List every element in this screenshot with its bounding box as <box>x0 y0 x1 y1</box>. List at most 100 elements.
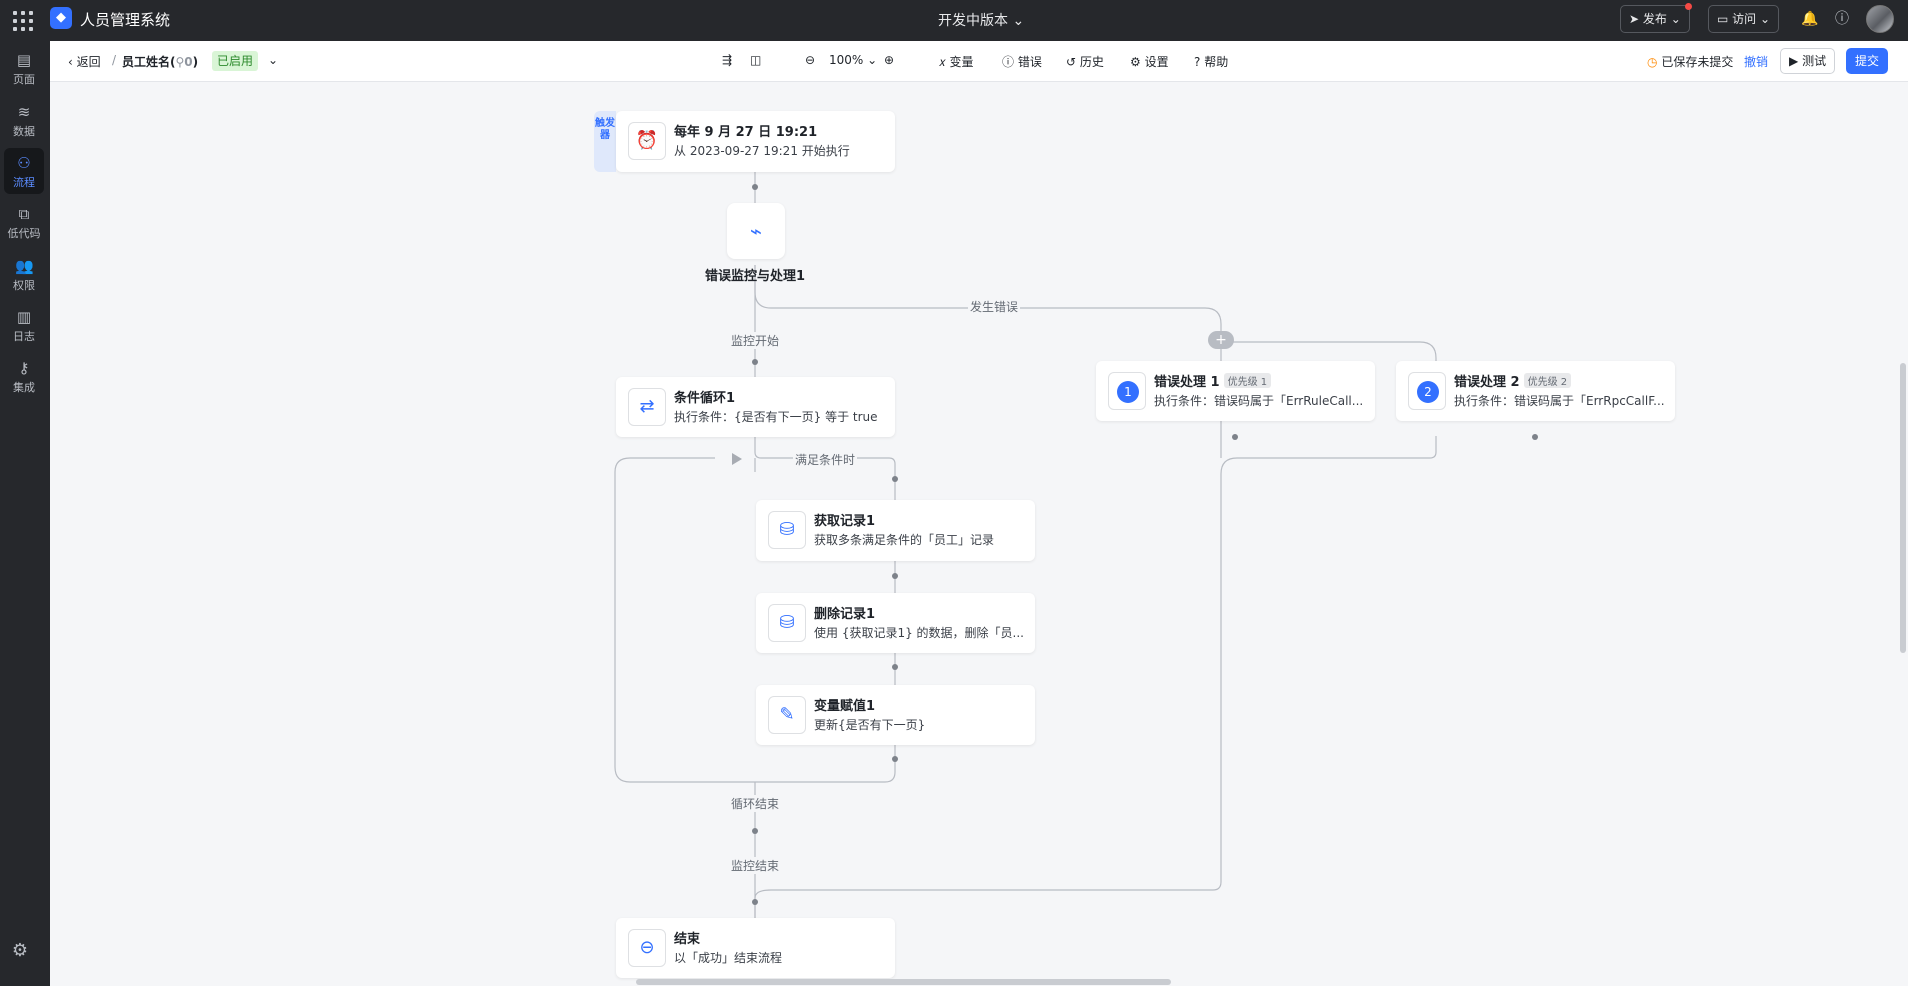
assign-node[interactable]: ✎ 变量赋值1 更新{是否有下一页} <box>756 685 1035 745</box>
help-icon: ? <box>1194 55 1201 69</box>
database-delete-icon: ⛁ <box>768 604 806 642</box>
chevron-down-icon: ⌄ <box>1012 13 1025 29</box>
trigger-tag: 触发器 <box>594 111 616 172</box>
end-title: 结束 <box>674 932 701 947</box>
sidebar-item-permissions[interactable]: 👥权限 <box>4 251 44 297</box>
zoom-in-icon[interactable]: ⊕ <box>884 53 895 67</box>
delete-records-desc: 使用 {获取记录1} 的数据，删除「员... <box>814 626 1024 640</box>
zoom-value: 100% <box>829 53 864 67</box>
settings-button[interactable]: ⚙ 设置 <box>1130 53 1169 70</box>
sidebar-item-label: 页面 <box>13 73 35 86</box>
sidebar-item-label: 权限 <box>13 279 35 292</box>
publish-button[interactable]: ➤ 发布 ⌄ <box>1620 3 1692 33</box>
end-node[interactable]: ⊖ 结束 以「成功」结束流程 <box>616 918 895 978</box>
variable-edit-icon: ✎ <box>768 696 806 734</box>
back-label: 返回 <box>76 55 101 69</box>
variables-button[interactable]: 𝑥 变量 <box>939 53 974 70</box>
vertical-scrollbar[interactable] <box>1900 363 1906 653</box>
history-button[interactable]: ↺ 历史 <box>1066 53 1104 70</box>
key-icon: ⚷ <box>18 359 30 377</box>
help-label: 帮助 <box>1204 55 1229 69</box>
avatar[interactable] <box>1866 5 1894 33</box>
layout-toggle-icon[interactable]: ◫ <box>750 53 762 67</box>
sidebar-item-logs[interactable]: ▥日志 <box>4 302 44 348</box>
add-branch-button[interactable]: + <box>1208 331 1234 349</box>
assign-desc: 更新{是否有下一页} <box>814 718 926 732</box>
monitor-icon: ▭ <box>1717 12 1729 26</box>
errors-button[interactable]: ⓘ 错误 <box>1002 53 1042 70</box>
zoom-level[interactable]: 100% ⌄ <box>829 53 877 67</box>
alarm-clock-icon: ⏰ <box>628 122 666 160</box>
gear-icon[interactable]: ⚙ <box>11 940 29 961</box>
chevron-down-icon: ⌄ <box>867 53 878 67</box>
error-handler-2-number: 2 <box>1417 381 1439 403</box>
get-records-desc: 获取多条满足条件的「员工」记录 <box>814 533 995 547</box>
errors-label: 错误 <box>1017 55 1042 69</box>
sidebar-item-integration[interactable]: ⚷集成 <box>4 353 44 399</box>
loop-arrow-icon <box>732 453 742 465</box>
flow-icon: ⚇ <box>17 154 31 172</box>
gear-icon: ⚙ <box>1130 55 1141 69</box>
sidebar-item-data[interactable]: ≋数据 <box>4 97 44 143</box>
play-icon: ▶ <box>1789 54 1799 68</box>
help-button[interactable]: ? 帮助 <box>1194 53 1228 70</box>
sidebar: ▤页面 ≋数据 ⚇ 流程 ⧉ 低代码 👥权限 ▥日志 ⚷集成 ⚙ <box>0 41 50 986</box>
trigger-title: 每年 9 月 27 日 19:21 <box>674 125 818 140</box>
sidebar-item-label: 低代码 <box>7 227 41 240</box>
version-selector[interactable]: 开发中版本 ⌄ <box>938 10 1024 30</box>
notification-dot <box>1684 3 1692 10</box>
monitor-label: 错误监控与处理1 <box>704 269 806 284</box>
history-label: 历史 <box>1079 55 1104 69</box>
history-icon: ↺ <box>1066 55 1077 69</box>
sidebar-item-lowcode[interactable]: ⧉ 低代码 <box>4 199 44 245</box>
error-handler-1-number: 1 <box>1117 381 1139 403</box>
bell-icon[interactable]: 🔔 <box>1801 11 1819 27</box>
database-icon: ≋ <box>17 103 31 121</box>
priority-badge: 优先级 2 <box>1523 373 1572 388</box>
end-icon: ⊖ <box>628 929 666 967</box>
app-logo-icon: ◆ <box>50 7 72 29</box>
app-grid-icon[interactable] <box>11 9 33 31</box>
top-bar: ◆ 人员管理系统 开发中版本 ⌄ ➤ 发布 ⌄ ▭ 访问 ⌄ 🔔 ⓘ <box>0 0 1908 41</box>
edge-label-loop-end: 循环结束 <box>729 795 782 812</box>
database-search-icon: ⛁ <box>768 511 806 549</box>
undo-button[interactable]: 撤销 <box>1744 55 1769 69</box>
zoom-out-icon[interactable]: ⊖ <box>805 53 816 67</box>
edge-label-on-error: 发生错误 <box>968 298 1021 315</box>
chevron-down-icon: ⌄ <box>1670 12 1681 26</box>
loop-node[interactable]: ⇄ 条件循环1 执行条件：{是否有下一页} 等于 true <box>616 377 895 437</box>
help-icon[interactable]: ⓘ <box>1835 11 1849 27</box>
align-icon[interactable]: ⇶ <box>722 53 733 67</box>
error-handler-1-icon: 1 <box>1108 372 1146 410</box>
chevron-down-icon[interactable]: ⌄ <box>268 53 279 67</box>
error-handler-2-desc: 执行条件：错误码属于「ErrRpcCallF... <box>1454 394 1665 408</box>
sidebar-item-pages[interactable]: ▤页面 <box>4 45 44 91</box>
end-desc: 以「成功」结束流程 <box>674 951 783 965</box>
get-records-node[interactable]: ⛁ 获取记录1 获取多条满足条件的「员工」记录 <box>756 500 1035 561</box>
editor-toolbar: ‹ 返回 / 员工姓名(⚲0) 已启用 ⌄ ⇶ ◫ ⊖ 100% ⌄ ⊕ 𝑥 变… <box>50 41 1908 82</box>
save-state: ◷ 已保存未提交 <box>1647 53 1733 70</box>
code-icon: ⧉ <box>18 205 30 223</box>
back-button[interactable]: ‹ 返回 <box>68 53 101 70</box>
monitor-node[interactable]: ⌁ <box>727 203 785 259</box>
submit-button[interactable]: 提交 <box>1846 48 1889 74</box>
flow-canvas[interactable]: 触发器 ⏰ 每年 9 月 27 日 19:21 从 2023-09-27 19:… <box>50 82 1908 986</box>
link-icon: ⚲ <box>175 55 185 69</box>
flow-name[interactable]: 员工姓名(⚲0) <box>122 53 198 70</box>
horizontal-scrollbar[interactable] <box>636 979 1171 985</box>
delete-records-title: 删除记录1 <box>814 607 876 622</box>
sidebar-item-label: 日志 <box>13 330 35 343</box>
sidebar-item-label: 流程 <box>13 176 35 189</box>
flow-name-close: ) <box>192 55 199 69</box>
publish-label: 发布 <box>1642 12 1667 26</box>
trigger-node[interactable]: ⏰ 每年 9 月 27 日 19:21 从 2023-09-27 19:21 开… <box>616 111 895 172</box>
variable-icon: 𝑥 <box>939 55 946 69</box>
sidebar-item-flow[interactable]: ⚇ 流程 <box>4 148 44 194</box>
send-icon: ➤ <box>1629 12 1640 26</box>
visit-button[interactable]: ▭ 访问 ⌄ <box>1708 5 1780 33</box>
delete-records-node[interactable]: ⛁ 删除记录1 使用 {获取记录1} 的数据，删除「员... <box>756 593 1035 653</box>
test-button[interactable]: ▶ 测试 <box>1780 48 1836 74</box>
edge-label-monitor-start: 监控开始 <box>729 332 782 349</box>
